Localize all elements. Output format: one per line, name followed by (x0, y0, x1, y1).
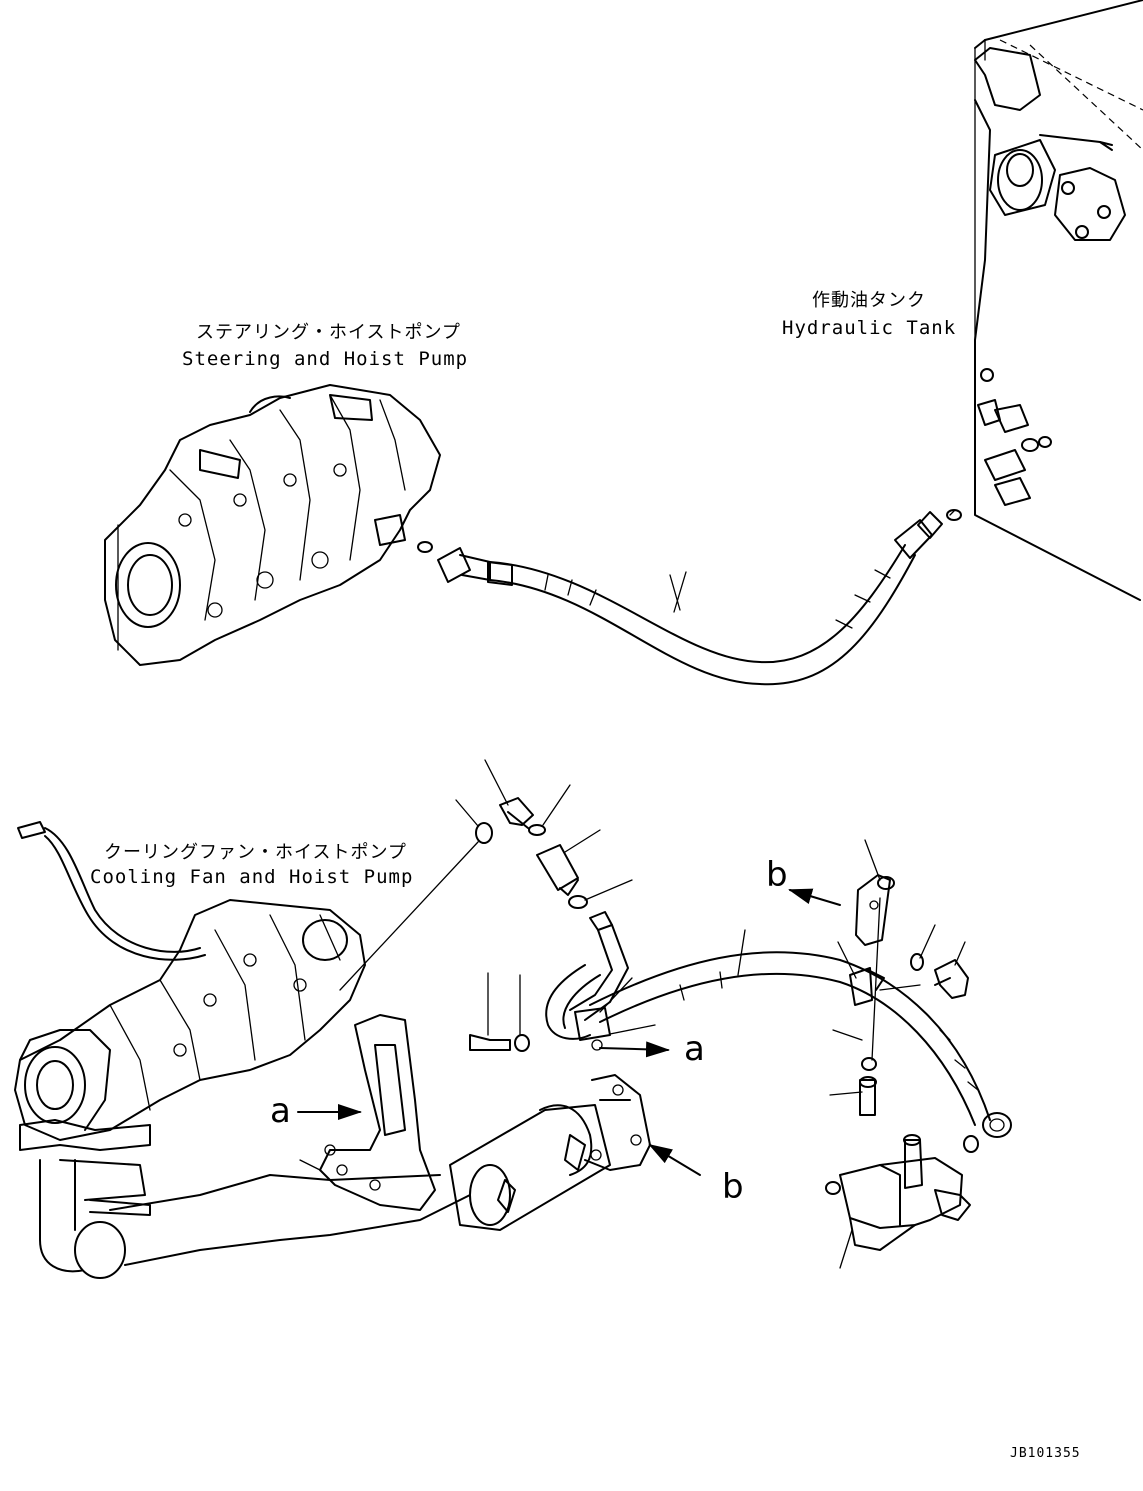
cooling-pump-label-en: Cooling Fan and Hoist Pump (90, 866, 414, 888)
steering-hoist-pump-illustration (104, 384, 441, 666)
steering-pump-label-en: Steering and Hoist Pump (182, 348, 469, 370)
suction-hose-upper (437, 511, 943, 686)
view-marker-a-left: a (270, 1091, 291, 1131)
view-marker-a-right: a (684, 1029, 705, 1069)
hydraulic-tank-label-en: Hydraulic Tank (782, 317, 957, 339)
view-marker-b-upper: b (766, 855, 788, 895)
view-arrows (297, 888, 841, 1176)
view-marker-b-lower: b (722, 1167, 744, 1207)
steering-pump-label-jp: ステアリング・ホイストポンプ (196, 322, 461, 343)
leader-lines (299, 509, 966, 1269)
hydraulic-tank-illustration (946, 0, 1143, 601)
fittings-group (469, 797, 1012, 1251)
cooling-pump-label-jp: クーリングファン・ホイストポンプ (104, 842, 407, 863)
cooling-fan-hoist-pump-illustration (14, 821, 651, 1279)
hydraulic-tank-label-jp: 作動油タンク (812, 290, 926, 311)
drawing-code: JB101355 (1010, 1446, 1081, 1461)
